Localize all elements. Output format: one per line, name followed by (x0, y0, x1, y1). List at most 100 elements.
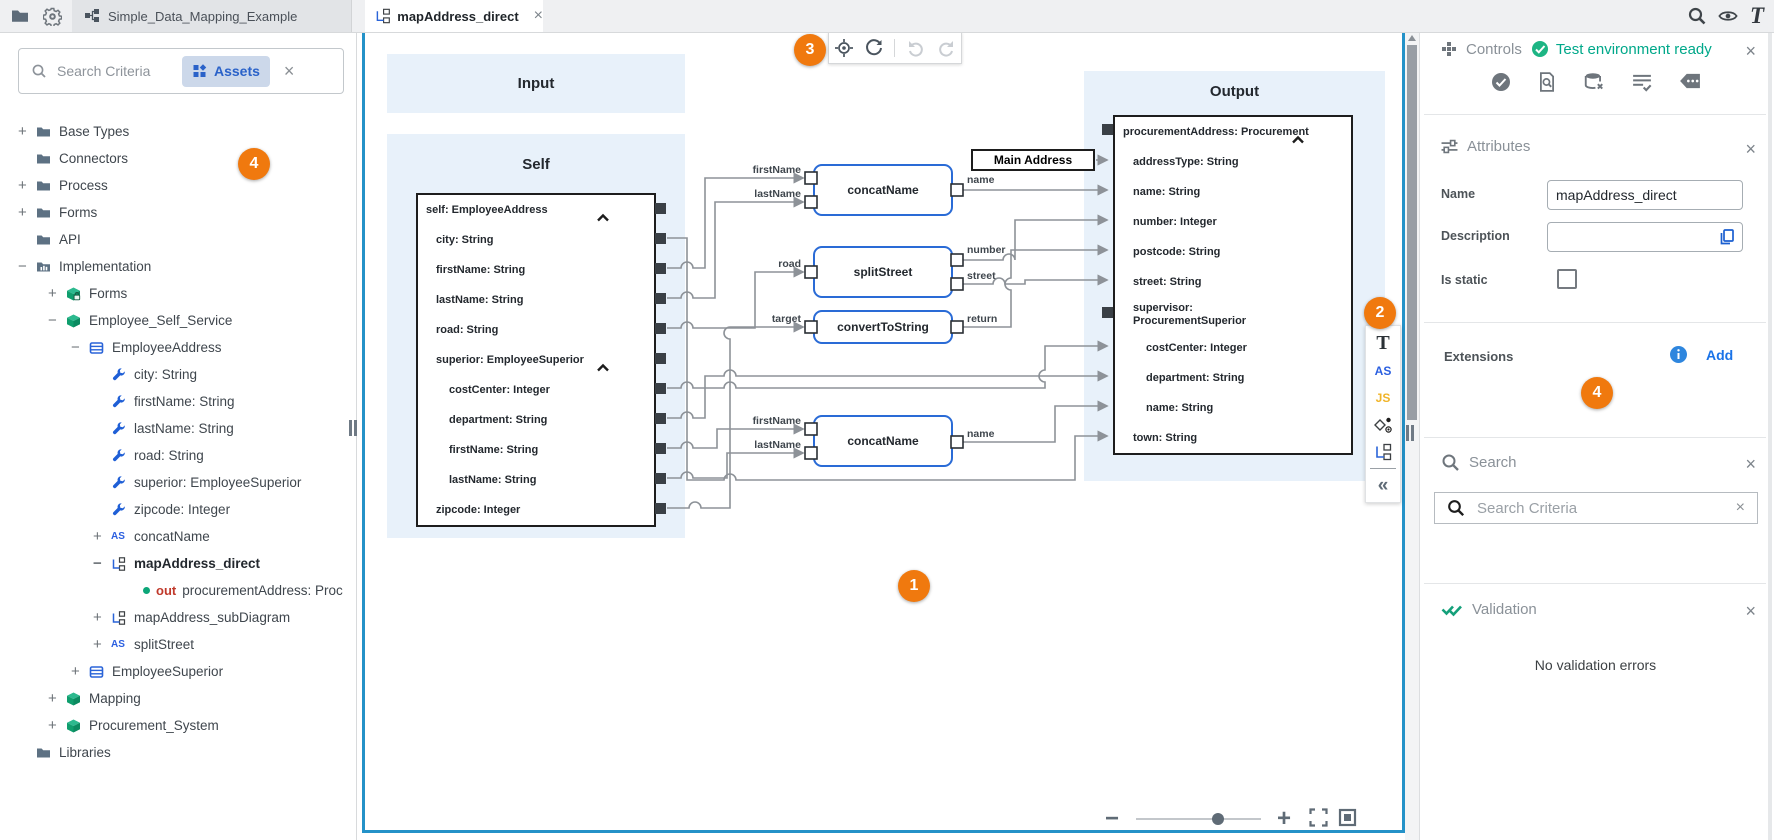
run-check-button[interactable] (1491, 72, 1511, 92)
assets-filter-chip[interactable]: Assets (182, 55, 270, 87)
is-static-checkbox[interactable] (1557, 269, 1577, 289)
field-row[interactable]: postcode: String (1115, 237, 1351, 267)
tree-item-label[interactable]: Forms (59, 205, 98, 220)
tree-item-superior[interactable]: superior: EmployeeSuperior (0, 469, 357, 496)
fit-view-icon[interactable] (1338, 808, 1357, 827)
tree-item-label[interactable]: Base Types (59, 124, 130, 139)
field-row[interactable]: city: String (418, 225, 654, 255)
tree-item-label[interactable]: splitStreet (134, 637, 195, 652)
inspect-document-button[interactable] (1538, 72, 1556, 92)
tree-item-label[interactable]: EmployeeSuperior (112, 664, 224, 679)
field-row[interactable]: lastName: String (418, 465, 654, 495)
panel-resize-handle[interactable] (1406, 425, 1415, 441)
field-row[interactable]: firstName: String (418, 435, 654, 465)
self-record-box[interactable]: self: EmployeeAddress city: String first… (416, 193, 656, 527)
tree-item-label[interactable]: Employee_Self_Service (89, 313, 233, 328)
expander-icon[interactable]: + (93, 636, 102, 653)
expander-icon[interactable]: + (48, 690, 57, 707)
close-validation-icon[interactable]: × (1745, 601, 1756, 621)
text-element-tool[interactable]: T (1376, 332, 1390, 354)
global-search-icon[interactable] (1687, 6, 1707, 26)
expander-icon[interactable]: + (48, 717, 57, 734)
constant-main-address[interactable]: Main Address (971, 149, 1095, 171)
expander-icon[interactable]: + (93, 528, 102, 545)
refresh-icon[interactable] (864, 38, 884, 58)
tree-item-employee-superior[interactable]: +EmployeeSuperior (0, 658, 357, 685)
tree-item-connectors[interactable]: Connectors (0, 145, 357, 172)
tree-item-city[interactable]: city: String (0, 361, 357, 388)
close-controls-icon[interactable]: × (1745, 41, 1756, 61)
tree-item-procurement-system[interactable]: + Procurement_System (0, 712, 357, 739)
collapse-chevron-icon[interactable] (596, 204, 610, 225)
tree-item-label[interactable]: EmployeeAddress (112, 340, 222, 355)
tree-item-label[interactable]: city: String (134, 367, 198, 382)
tree-item-zipcode[interactable]: zipcode: Integer (0, 496, 357, 523)
expander-icon[interactable]: + (18, 204, 27, 221)
tree-item-label[interactable]: Mapping (89, 691, 141, 706)
panel-search-clear-icon[interactable]: × (1735, 499, 1745, 516)
field-row[interactable]: street: String (1115, 267, 1351, 297)
tree-item-employee-self-service[interactable]: − Employee_Self_Service (0, 307, 357, 334)
field-row[interactable]: road: String (418, 315, 654, 345)
node-splitstreet[interactable]: splitStreet (813, 246, 953, 298)
tab-project[interactable]: Simple_Data_Mapping_Example (72, 0, 352, 32)
undo-icon[interactable] (906, 38, 926, 58)
clear-data-button[interactable] (1583, 72, 1605, 92)
tree-item-mapaddress-subdiagram[interactable]: +mapAddress_subDiagram (0, 604, 357, 631)
tree-item-road[interactable]: road: String (0, 442, 357, 469)
tree-item-label[interactable]: procurementAddress: Proc (182, 583, 343, 598)
zoom-out-button[interactable]: − (1105, 805, 1120, 832)
description-field-input[interactable] (1547, 222, 1743, 252)
scrollbar-thumb[interactable] (1407, 45, 1417, 420)
record-header-row[interactable]: self: EmployeeAddress (418, 195, 654, 225)
expander-icon[interactable]: − (71, 339, 80, 356)
gear-icon[interactable] (42, 6, 62, 26)
zoom-in-button[interactable]: + (1277, 805, 1292, 832)
tab-diagram[interactable]: mapAddress_direct × (365, 0, 543, 32)
node-concatname-1[interactable]: concatName (813, 164, 953, 216)
log-list-button[interactable] (1632, 72, 1652, 92)
folder-icon[interactable] (10, 6, 30, 26)
tree-item-label[interactable]: road: String (134, 448, 204, 463)
tree-item-label[interactable]: lastName: String (134, 421, 234, 436)
field-row[interactable]: superior: EmployeeSuperior (418, 345, 654, 375)
field-row[interactable]: name: String (1115, 177, 1351, 207)
tags-button[interactable] (1679, 72, 1701, 92)
tree-item-api[interactable]: API (0, 226, 357, 253)
tree-item-employee-address[interactable]: − EmployeeAddress (0, 334, 357, 361)
expand-editor-icon[interactable] (1718, 228, 1736, 246)
field-row[interactable]: name: String (1115, 393, 1351, 423)
tree-item-mapaddress-direct[interactable]: −mapAddress_direct (0, 550, 357, 577)
search-clear-icon[interactable]: × (283, 60, 295, 81)
collapse-chevron-icon[interactable] (1291, 126, 1305, 147)
tree-item-label[interactable]: firstName: String (134, 394, 235, 409)
field-row[interactable]: costCenter: Integer (1115, 333, 1351, 363)
action-script-tool[interactable]: AS (1374, 363, 1392, 378)
tree-item-label[interactable]: Libraries (59, 745, 111, 760)
field-row[interactable]: town: String (1115, 423, 1351, 453)
expander-icon[interactable]: + (48, 285, 57, 302)
expander-icon[interactable]: + (18, 123, 27, 140)
tree-item-base-types[interactable]: + Base Types (0, 118, 357, 145)
tree-item-forms[interactable]: + Forms (0, 199, 357, 226)
expander-icon[interactable]: − (48, 312, 57, 329)
zoom-slider-track[interactable] (1136, 818, 1261, 820)
field-row[interactable]: department: String (1115, 363, 1351, 393)
field-row[interactable]: supervisor: ProcurementSuperior (1115, 297, 1275, 333)
fullscreen-icon[interactable] (1309, 808, 1328, 827)
node-converttostring[interactable]: convertToString (813, 310, 953, 344)
close-search-icon[interactable]: × (1745, 454, 1756, 474)
scroll-up-icon[interactable] (1408, 35, 1416, 41)
field-row[interactable]: costCenter: Integer (418, 375, 654, 405)
tree-item-label[interactable]: Connectors (59, 151, 129, 166)
add-extension-button[interactable]: Add (1706, 347, 1734, 363)
tree-item-firstname[interactable]: firstName: String (0, 388, 357, 415)
tree-item-label[interactable]: API (59, 232, 81, 247)
tree-item-mapping[interactable]: + Mapping (0, 685, 357, 712)
tree-item-label[interactable]: mapAddress_direct (134, 556, 261, 571)
tree-item-label[interactable]: Procurement_System (89, 718, 219, 733)
sidebar-resize-handle[interactable] (349, 420, 358, 436)
